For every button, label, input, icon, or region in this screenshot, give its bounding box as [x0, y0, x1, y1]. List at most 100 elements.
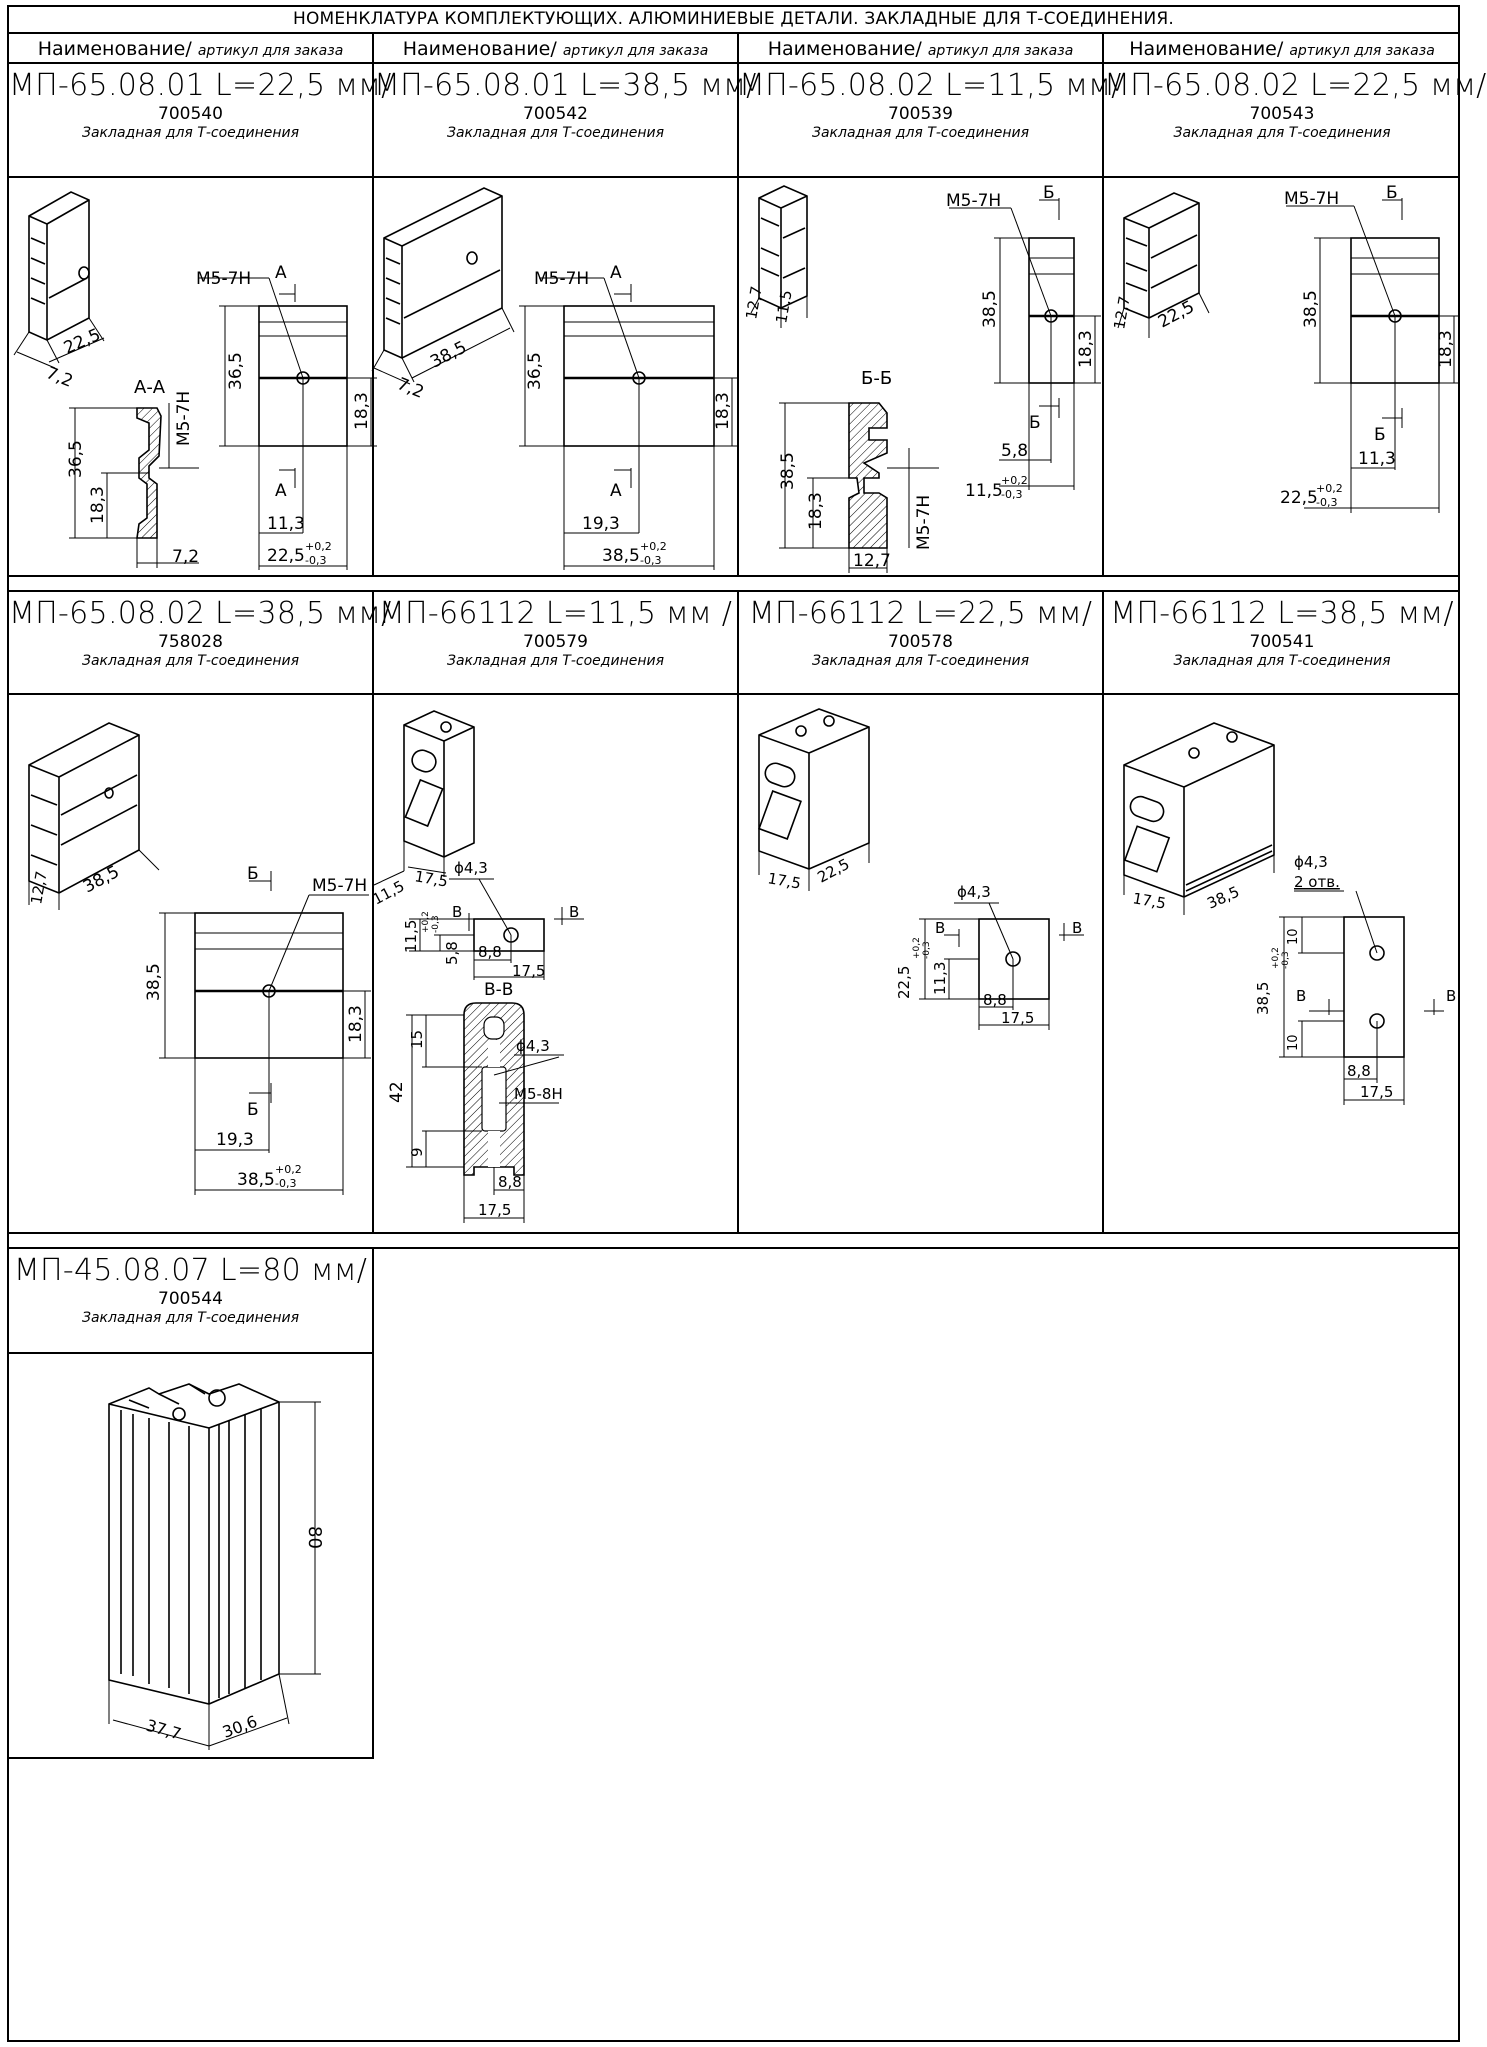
divider — [9, 32, 1458, 34]
dimension-label: 7,2 — [43, 363, 76, 392]
page-title: НОМЕНКЛАТУРА КОМПЛЕКТУЮЩИХ. АЛЮМИНИЕВЫЕ … — [292, 9, 1174, 29]
dimension-label: 5,8 — [443, 941, 461, 965]
part-drawing: 22,5 7,2 А-А 36,5 18,3 М5-7Н 7,2 — [13, 191, 377, 570]
dimension-label: 12,7 — [1110, 295, 1134, 331]
tolerance-upper: +0,2 — [275, 1163, 302, 1176]
dimension-label: 38,5 — [237, 1170, 275, 1190]
section-marker: В — [452, 903, 462, 921]
column-header: Наименование/ артикул для заказа — [402, 38, 709, 60]
isometric-view — [758, 708, 870, 870]
divider — [737, 590, 739, 1234]
dimension-label: 38,5 — [778, 452, 798, 490]
holes-count-label: 2 отв. — [1294, 873, 1340, 891]
thread-label: М5-7Н — [914, 495, 934, 550]
dimension-label: 22,5 — [1280, 488, 1318, 508]
divider — [1102, 32, 1104, 577]
section-marker: А — [610, 481, 622, 501]
isometric-view — [383, 187, 503, 359]
dimension-label: 42 — [387, 1081, 407, 1103]
tolerance-lower: -0,3 — [1281, 951, 1291, 969]
isometric-view — [1123, 722, 1275, 898]
part-article: 700540 — [158, 104, 223, 124]
dimension-label: 37,7 — [144, 1716, 183, 1744]
dimension-label: 12,7 — [27, 870, 51, 906]
isometric-view — [28, 191, 90, 341]
part-description: Закладная для Т-соединения — [81, 1310, 300, 1326]
part-name: МП-66112 L=22,5 мм/ — [748, 596, 1093, 631]
dimension-label: 9 — [408, 1147, 426, 1157]
dimension-label: 18,3 — [1076, 330, 1096, 368]
part-name: МП-65.08.02 L=11,5 мм/ — [739, 68, 1122, 103]
dimension-label: 17,5 — [512, 962, 545, 980]
section-label: А-А — [134, 377, 166, 398]
dimension-label: 38,5 — [1301, 290, 1321, 328]
iso-dimensions — [13, 317, 105, 369]
column-header: Наименование/ артикул для заказа — [767, 38, 1074, 60]
dimension-label: 38,5 — [1204, 883, 1242, 913]
dimension-label: 11,5 — [965, 481, 1003, 501]
part-article: 700542 — [523, 104, 588, 124]
section-b-b — [848, 402, 888, 549]
dimension-label: 22,5 — [895, 966, 913, 999]
section-marker: В — [1446, 987, 1456, 1005]
front-view — [978, 918, 1050, 1000]
dimension-label: 80 — [304, 1526, 325, 1549]
part-description: Закладная для Т-соединения — [446, 653, 665, 669]
part-article: 700543 — [1249, 104, 1315, 124]
divider — [9, 176, 1458, 178]
part-drawing: 80 37,7 30,6 — [108, 1383, 325, 1750]
tolerance-lower: -0,3 — [1316, 496, 1337, 509]
thread-label: М5-7Н — [312, 876, 367, 896]
dimension-label: 38,5 — [80, 862, 123, 897]
divider — [9, 1352, 374, 1354]
dimension-label: 7,2 — [172, 547, 199, 567]
dimension-label: 5,8 — [1001, 441, 1028, 461]
part-name: МП-65.08.01 L=22,5 мм/ — [9, 68, 392, 103]
tolerance-upper: +0,2 — [1271, 947, 1281, 969]
section-marker: В — [1296, 987, 1306, 1005]
part-description: Закладная для Т-соединения — [811, 653, 1030, 669]
thread-label: М5-7Н — [196, 269, 251, 289]
part-header: МП-65.08.02 L=38,5 мм/ 758028 Закладная … — [9, 597, 391, 670]
dimension-label: 7,2 — [394, 374, 427, 403]
hole-label: ϕ4,3 — [957, 883, 991, 901]
section-marker: А — [610, 263, 622, 283]
divider — [737, 32, 739, 577]
divider — [372, 590, 374, 1234]
tolerance-upper: +0,2 — [305, 540, 332, 553]
dimension-label: 22,5 — [267, 546, 305, 566]
part-description: Закладная для Т-соединения — [1173, 653, 1391, 669]
thread-label: М5-7Н — [946, 191, 1001, 211]
part-drawing: 12,7 38,5 М5-7Н Б Б 38,5 18,3 19,3 38,5 … — [27, 722, 371, 1195]
part-drawing: 17,5 11,5 ϕ4,3 В В 11,5 +0,2 -0,3 5,8 8,… — [369, 710, 584, 1223]
tolerance-lower: -0,3 — [431, 915, 441, 933]
column-header: Наименование/ артикул для заказа — [37, 38, 344, 60]
dimension-label: 18,3 — [713, 392, 733, 430]
dimension-label: 18,3 — [352, 392, 372, 430]
dimension-label: 11,5 — [402, 920, 420, 953]
section-marker: Б — [1043, 183, 1055, 203]
section-marker: Б — [247, 864, 259, 884]
column-header: Наименование/ артикул для заказа — [1129, 38, 1435, 60]
dimension-label: 38,5 — [980, 290, 1000, 328]
part-article: 700578 — [888, 632, 953, 652]
dimension-label: 30,6 — [220, 1712, 260, 1742]
dimension-label: 8,8 — [478, 943, 502, 961]
part-description: Закладная для Т-соединения — [81, 653, 300, 669]
part-description: Закладная для Т-соединения — [446, 125, 665, 141]
part-header: МП-45.08.07 L=80 мм/ 700544 Закладная дл… — [9, 1254, 372, 1327]
section-marker: А — [275, 481, 287, 501]
dimension-label: 38,5 — [602, 546, 640, 566]
divider — [9, 1232, 1458, 1234]
divider — [9, 590, 1458, 592]
thread-label: М5-7Н — [1284, 189, 1339, 209]
dimension-label: 18,3 — [346, 1005, 366, 1043]
section-marker: Б — [247, 1100, 259, 1120]
isometric-view — [403, 710, 475, 858]
part-drawing: 38,5 7,2 М5-7Н А А 36,5 18,3 19,3 38,5 +… — [371, 187, 739, 570]
dimension-label: 38,5 — [144, 963, 164, 1001]
divider — [9, 62, 1458, 64]
part-drawing: 17,5 22,5 ϕ4,3 В В 22,5 +0,2 -0,3 11,3 8… — [758, 708, 1084, 1030]
dimension-label: 18,3 — [806, 492, 826, 530]
hole-label: ϕ4,3 — [516, 1037, 550, 1055]
